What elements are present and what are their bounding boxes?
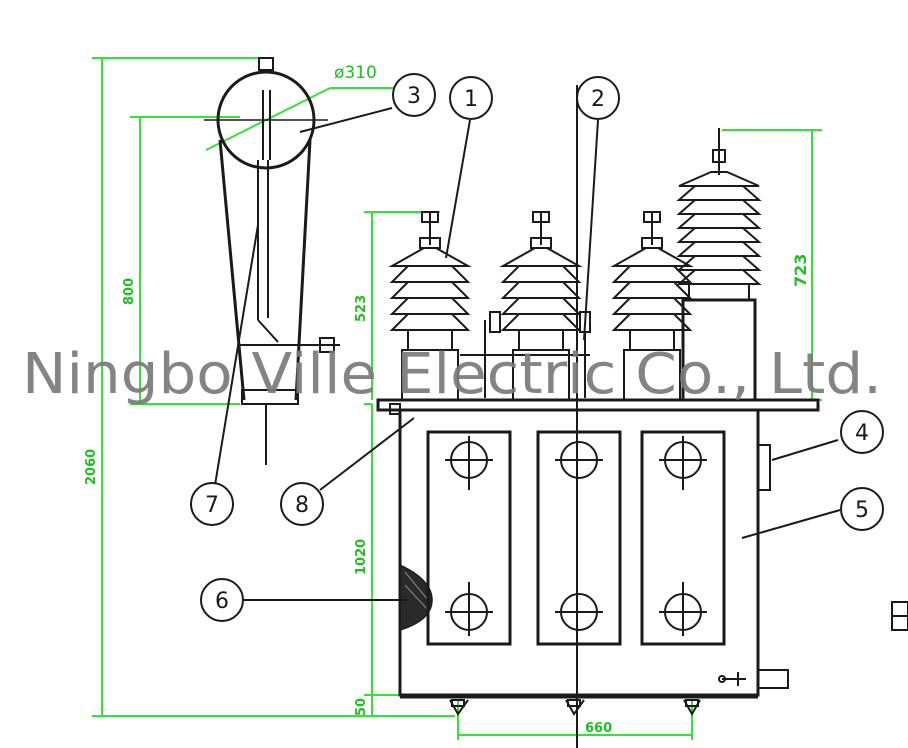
svg-text:1: 1 <box>464 87 478 112</box>
svg-text:5: 5 <box>855 498 869 523</box>
dim-right-bushing-height: 723 <box>791 254 810 287</box>
bushing-2 <box>499 211 583 401</box>
callout-3: 3 <box>392 73 436 117</box>
svg-text:6: 6 <box>215 589 229 614</box>
callout-2: 2 <box>576 76 620 120</box>
svg-text:2: 2 <box>591 87 605 112</box>
callout-5: 5 <box>840 487 884 531</box>
tank <box>376 85 820 748</box>
dim-bushing-height: 523 <box>354 295 369 322</box>
dim-diameter: ø310 <box>334 63 377 83</box>
leader-lines <box>214 107 841 601</box>
callout-1: 1 <box>449 76 493 120</box>
callout-7: 7 <box>190 482 234 526</box>
svg-text:7: 7 <box>205 493 219 518</box>
dim-base-height: 50 <box>354 698 369 716</box>
watermark-text: Ningbo Ville Electric Co., Ltd. <box>22 342 882 407</box>
dim-left-height: 800 <box>122 278 137 305</box>
connection-leads <box>460 311 591 398</box>
svg-text:3: 3 <box>407 84 421 109</box>
callout-4: 4 <box>840 410 884 454</box>
current-transformer <box>204 57 340 465</box>
bushing-1 <box>388 211 472 401</box>
callout-8: 8 <box>280 482 324 526</box>
callout-6: 6 <box>200 578 244 622</box>
dim-tank-height: 1020 <box>354 539 369 575</box>
svg-text:4: 4 <box>855 421 869 446</box>
svg-text:8: 8 <box>295 493 309 518</box>
dim-wheel-gauge: 660 <box>585 721 612 736</box>
edge-fragment <box>891 601 908 631</box>
base <box>400 695 758 717</box>
dim-total-height: 2060 <box>84 449 99 485</box>
